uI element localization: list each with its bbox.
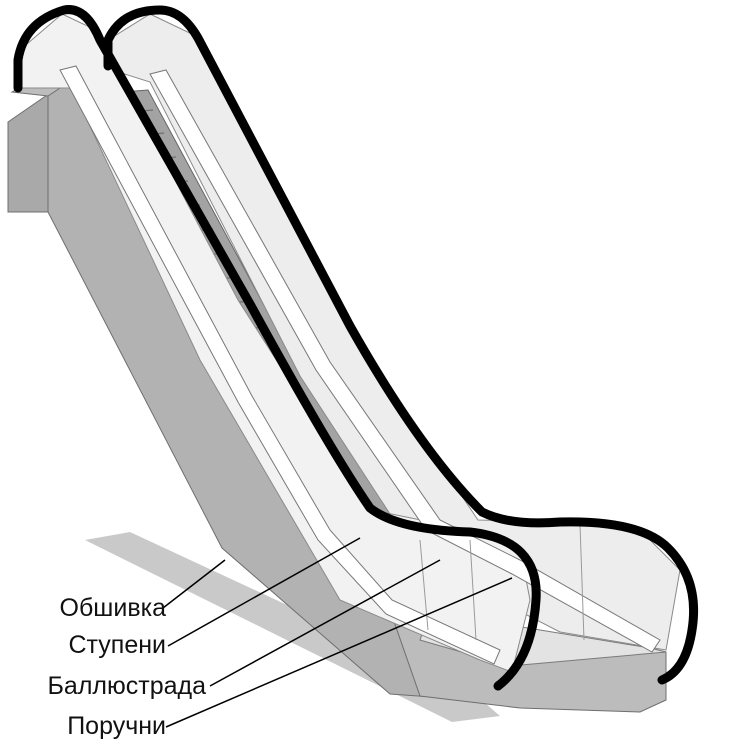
label-steps: Ступени bbox=[68, 631, 167, 659]
far-handrail bbox=[103, 5, 699, 685]
far-deck-strip bbox=[149, 69, 661, 653]
label-handrails: Поручни bbox=[67, 712, 166, 740]
leader-handrails bbox=[165, 577, 513, 728]
label-balustrade: Баллюстрада bbox=[47, 672, 206, 700]
label-cladding: Обшивка bbox=[59, 594, 166, 622]
leader-steps bbox=[167, 537, 361, 647]
leader-lines bbox=[162, 537, 513, 728]
near-deck-strip bbox=[59, 65, 501, 665]
leader-balustrade bbox=[209, 559, 441, 687]
near-handrail bbox=[13, 5, 541, 691]
leader-cladding bbox=[162, 559, 226, 609]
